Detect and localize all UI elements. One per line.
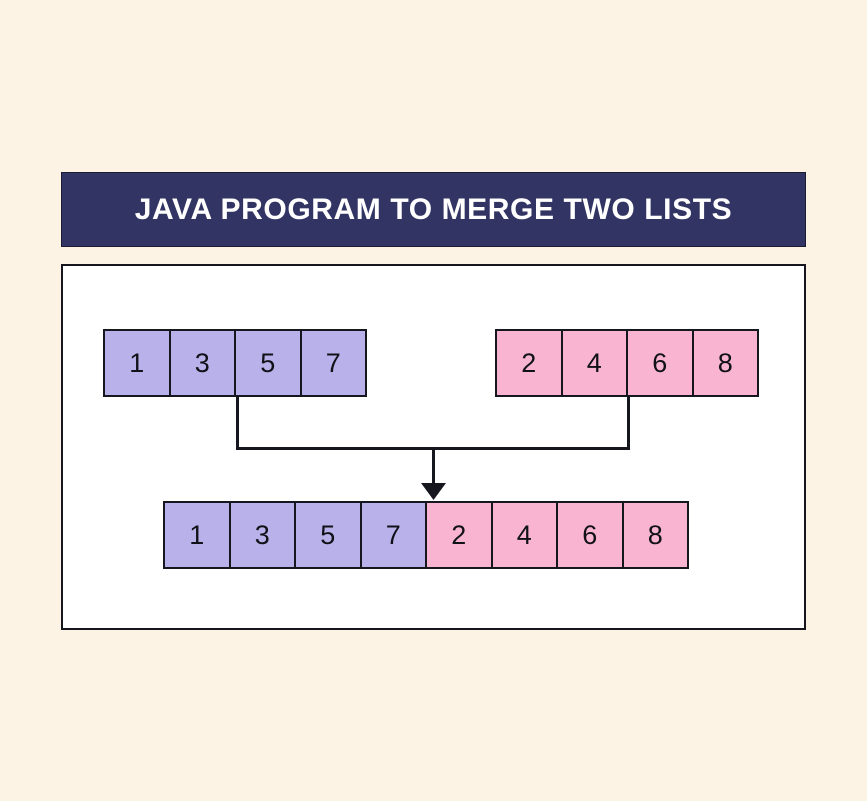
merged-cell: 6 bbox=[556, 501, 624, 569]
list-b-cell: 8 bbox=[691, 329, 759, 397]
title-banner: JAVA PROGRAM TO MERGE TWO LISTS bbox=[61, 172, 806, 247]
merged-cell: 4 bbox=[490, 501, 558, 569]
merged-cell: 3 bbox=[228, 501, 296, 569]
list-a-cell: 3 bbox=[168, 329, 236, 397]
diagram-panel bbox=[61, 264, 806, 630]
list-a-cell: 1 bbox=[103, 329, 171, 397]
list-b-row: 2 4 6 8 bbox=[495, 329, 759, 397]
merged-cell: 5 bbox=[294, 501, 362, 569]
list-a-cell: 7 bbox=[299, 329, 367, 397]
list-b-cell: 4 bbox=[560, 329, 628, 397]
merged-cell: 1 bbox=[163, 501, 231, 569]
list-b-cell: 6 bbox=[626, 329, 694, 397]
list-a-cell: 5 bbox=[234, 329, 302, 397]
list-b-cell: 2 bbox=[495, 329, 563, 397]
merged-cell: 2 bbox=[425, 501, 493, 569]
merged-list-row: 1 3 5 7 2 4 6 8 bbox=[163, 501, 689, 569]
page-title: JAVA PROGRAM TO MERGE TWO LISTS bbox=[134, 192, 733, 226]
merged-cell: 8 bbox=[621, 501, 689, 569]
merged-cell: 7 bbox=[359, 501, 427, 569]
list-a-row: 1 3 5 7 bbox=[103, 329, 367, 397]
